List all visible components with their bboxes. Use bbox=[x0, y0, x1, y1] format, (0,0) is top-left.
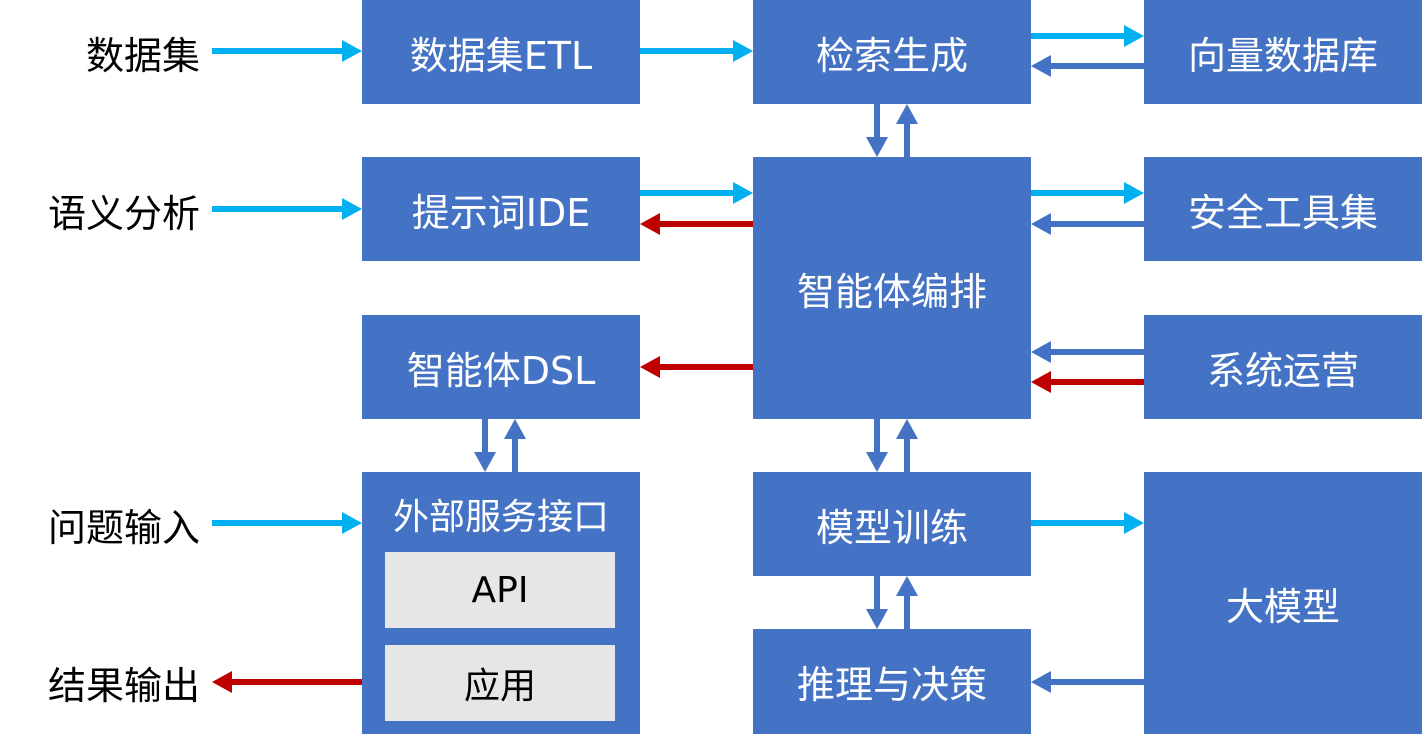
arrow-head bbox=[866, 137, 888, 157]
sub-box-api[interactable]: API bbox=[385, 552, 615, 628]
arrow-18 bbox=[866, 419, 888, 472]
arrow-head bbox=[1031, 371, 1051, 393]
box-external-service[interactable]: 外部服务接口 API 应用 bbox=[362, 472, 640, 734]
box-large-model[interactable]: 大模型 bbox=[1144, 472, 1422, 734]
box-agent-dsl[interactable]: 智能体DSL bbox=[362, 315, 640, 419]
arrow-19 bbox=[896, 419, 918, 472]
box-system-ops-label: 系统运营 bbox=[1206, 348, 1359, 393]
label-semantic-analysis: 语义分析 bbox=[47, 191, 200, 236]
arrow-head bbox=[866, 452, 888, 472]
box-agent-dsl-label: 智能体DSL bbox=[406, 348, 596, 393]
arrow-14 bbox=[1031, 341, 1144, 363]
arrow-head bbox=[1031, 213, 1051, 235]
arrow-6 bbox=[1031, 55, 1144, 77]
box-agent-orchestration[interactable]: 智能体编排 bbox=[753, 157, 1031, 419]
arrow-head bbox=[342, 512, 362, 534]
label-result-output: 结果输出 bbox=[47, 663, 200, 708]
arrow-9 bbox=[640, 182, 753, 204]
box-dataset-etl-label: 数据集ETL bbox=[409, 33, 593, 78]
box-model-training[interactable]: 模型训练 bbox=[753, 472, 1031, 576]
arrow-head bbox=[1124, 182, 1144, 204]
arrow-head bbox=[1031, 341, 1051, 363]
box-system-ops[interactable]: 系统运营 bbox=[1144, 315, 1422, 419]
arrow-4 bbox=[640, 40, 753, 62]
arrow-0 bbox=[212, 40, 362, 62]
arrow-22 bbox=[896, 576, 918, 629]
arrow-17 bbox=[504, 419, 526, 472]
arrow-head bbox=[1124, 25, 1144, 47]
box-reasoning-decision[interactable]: 推理与决策 bbox=[753, 629, 1031, 734]
box-reasoning-decision-label: 推理与决策 bbox=[796, 663, 987, 707]
arrow-head bbox=[640, 356, 660, 378]
box-model-training-label: 模型训练 bbox=[815, 505, 968, 550]
box-dataset-etl[interactable]: 数据集ETL bbox=[362, 0, 640, 104]
arrow-21 bbox=[866, 576, 888, 629]
arrow-1 bbox=[212, 198, 362, 220]
arrow-11 bbox=[640, 356, 753, 378]
arrow-head bbox=[896, 104, 918, 124]
arrow-head bbox=[342, 198, 362, 220]
arrow-head bbox=[342, 40, 362, 62]
arrow-23 bbox=[1031, 671, 1144, 693]
box-external-service-label: 外部服务接口 bbox=[392, 497, 609, 538]
arrow-5 bbox=[1031, 25, 1144, 47]
box-security-tools[interactable]: 安全工具集 bbox=[1144, 157, 1422, 261]
box-security-tools-label: 安全工具集 bbox=[1187, 190, 1378, 235]
sub-box-api-label: API bbox=[471, 569, 529, 611]
arrow-20 bbox=[1031, 512, 1144, 534]
arrow-head bbox=[896, 419, 918, 439]
arrow-8 bbox=[896, 104, 918, 157]
box-prompt-ide[interactable]: 提示词IDE bbox=[362, 157, 640, 261]
arrow-head bbox=[866, 609, 888, 629]
arrow-head bbox=[733, 182, 753, 204]
arrow-head bbox=[474, 452, 496, 472]
box-vector-db-label: 向量数据库 bbox=[1187, 33, 1378, 78]
arrow-head bbox=[212, 671, 232, 693]
arrow-head bbox=[1031, 671, 1051, 693]
arrow-3 bbox=[212, 671, 362, 693]
label-question-input: 问题输入 bbox=[47, 505, 200, 550]
arrow-15 bbox=[1031, 371, 1144, 393]
arrow-head bbox=[640, 213, 660, 235]
arrow-head bbox=[504, 419, 526, 439]
box-large-model-label: 大模型 bbox=[1225, 584, 1340, 629]
arrow-head bbox=[896, 576, 918, 596]
box-retrieval-generation-label: 检索生成 bbox=[815, 33, 968, 78]
arrow-2 bbox=[212, 512, 362, 534]
arrow-head bbox=[1031, 55, 1051, 77]
sub-box-application[interactable]: 应用 bbox=[385, 645, 615, 721]
box-prompt-ide-label: 提示词IDE bbox=[411, 190, 591, 235]
sub-box-application-label: 应用 bbox=[463, 666, 536, 707]
arrow-12 bbox=[1031, 182, 1144, 204]
box-agent-orchestration-label: 智能体编排 bbox=[796, 269, 987, 314]
arrow-16 bbox=[474, 419, 496, 472]
arrow-head bbox=[733, 40, 753, 62]
arrow-10 bbox=[640, 213, 753, 235]
arrow-13 bbox=[1031, 213, 1144, 235]
box-retrieval-generation[interactable]: 检索生成 bbox=[753, 0, 1031, 104]
arrow-7 bbox=[866, 104, 888, 157]
label-dataset: 数据集 bbox=[85, 33, 200, 78]
box-vector-db[interactable]: 向量数据库 bbox=[1144, 0, 1422, 104]
arrow-head bbox=[1124, 512, 1144, 534]
